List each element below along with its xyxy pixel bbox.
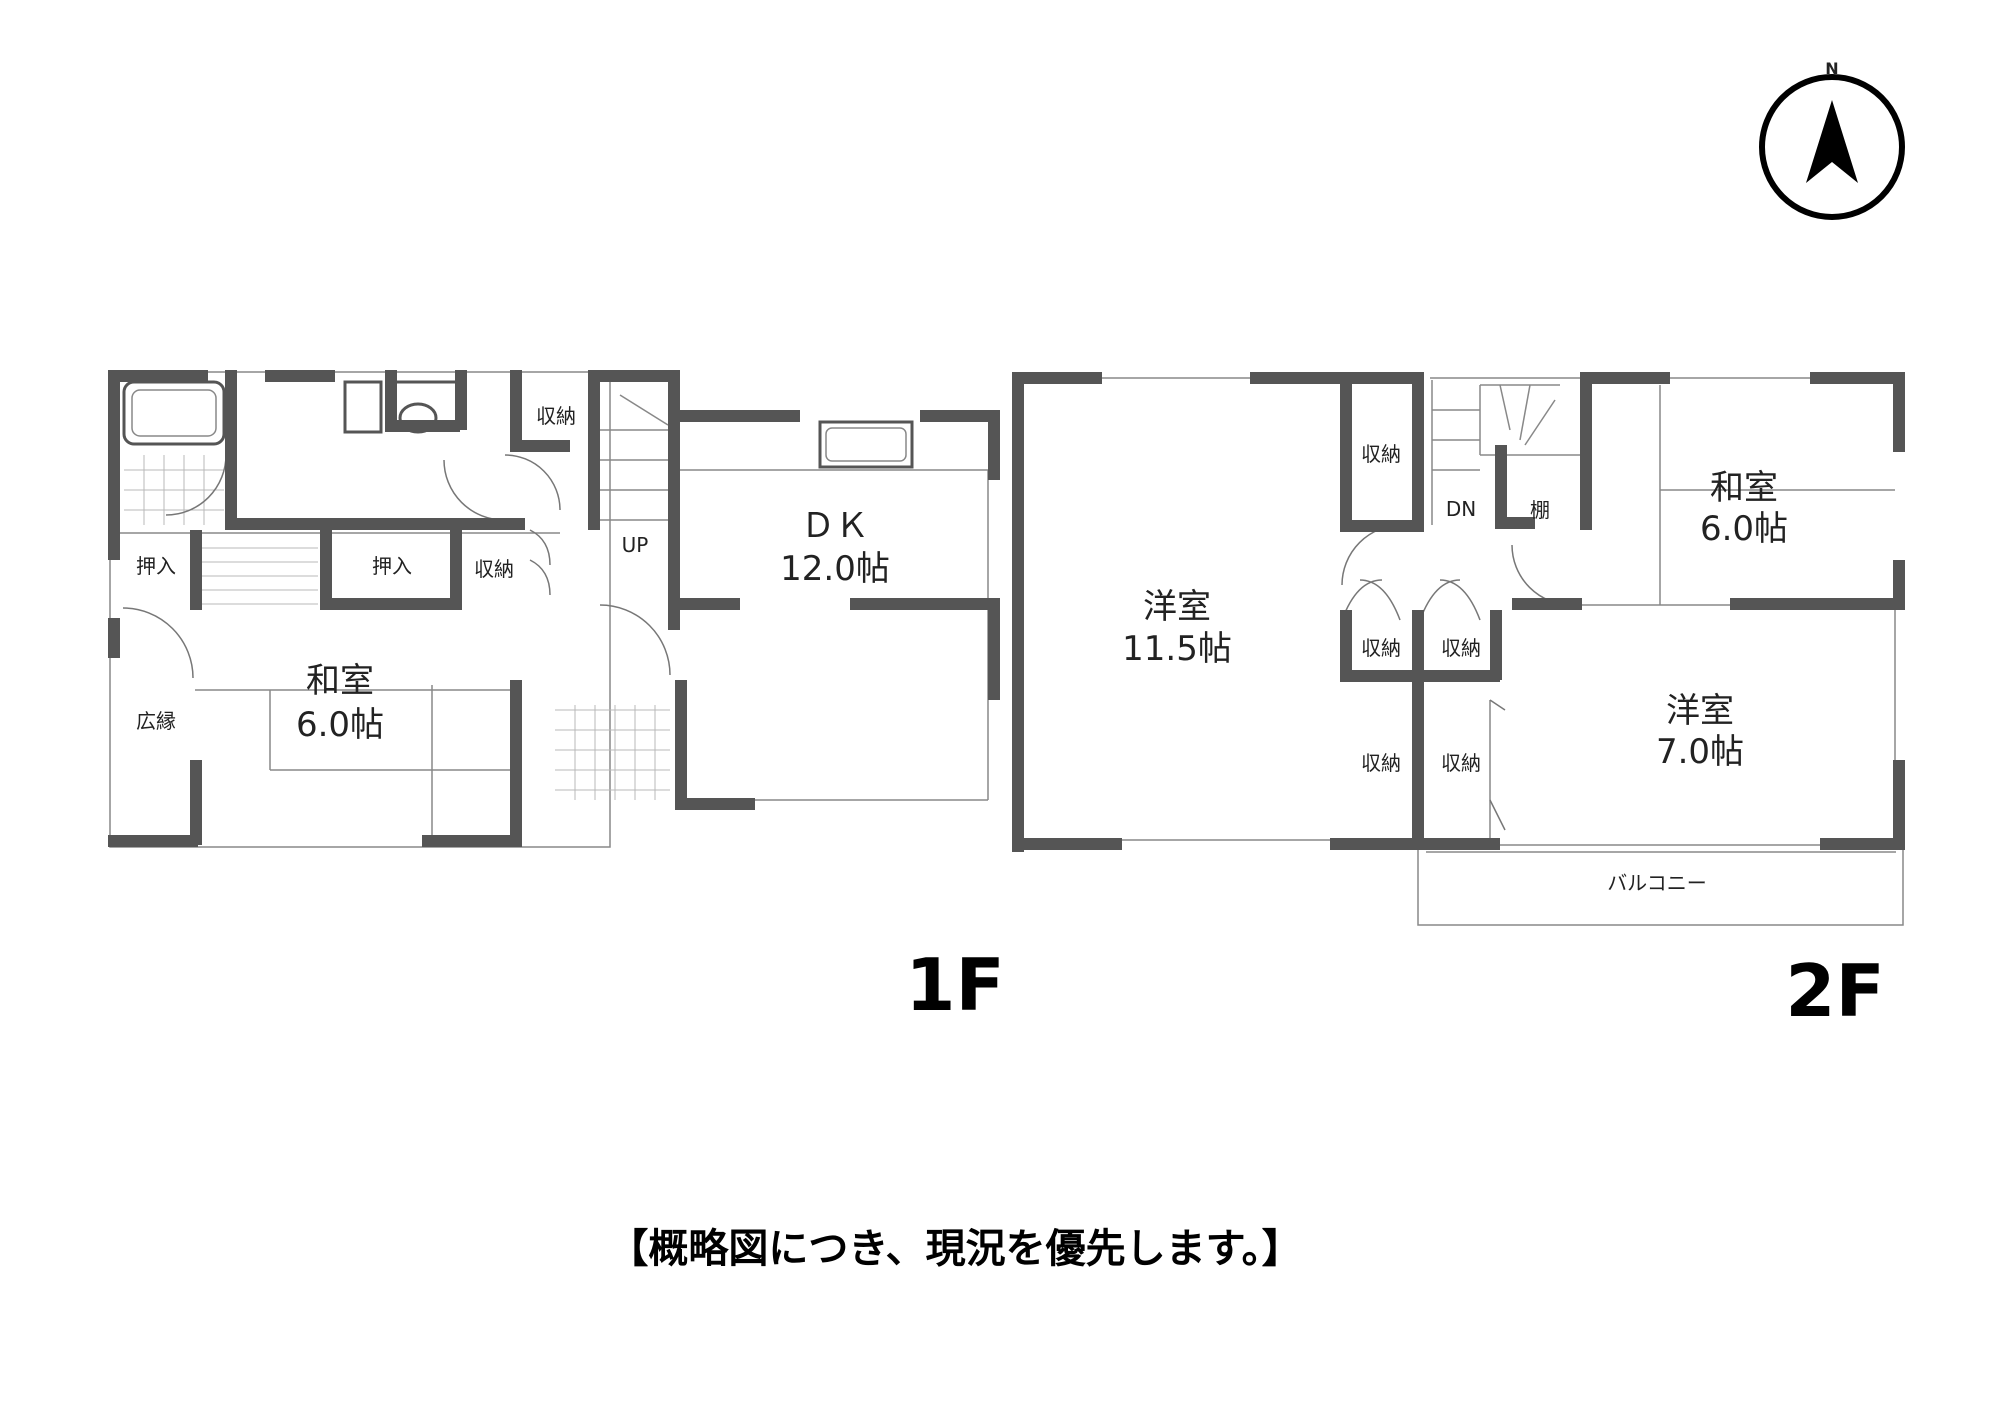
room-label-washitsu-2f-size: 6.0帖 (1700, 509, 1788, 549)
room-label-oshiire-mid: 押入 (372, 554, 412, 578)
tatami-floor (195, 547, 318, 605)
stair-down-label: DN (1446, 497, 1476, 521)
room-label-tana: 棚 (1530, 498, 1550, 522)
room-label-kanou-mid: 収納 (474, 557, 514, 581)
room-label-youshitsu-big-size: 11.5帖 (1122, 629, 1232, 669)
notice-text: 【概略図につき、現況を優先します。】 (608, 1226, 1301, 1272)
staircase (1431, 380, 1580, 525)
room-label-kanou-d: 収納 (1361, 751, 1401, 775)
room-label-washitsu-1f-size: 6.0帖 (296, 705, 384, 745)
entrance-tile (555, 705, 670, 800)
room-label-washitsu-2f-name: 和室 (1710, 468, 1778, 508)
room-label-hiroen: 広縁 (136, 709, 176, 733)
room-label-dk-name: ＤＫ (801, 506, 869, 546)
bathtub-icon (122, 380, 226, 446)
room-label-dk-size: 12.0帖 (780, 549, 890, 589)
compass-north-label: N (1825, 59, 1838, 78)
compass-ring (1759, 74, 1905, 220)
kitchen-sink-icon (818, 420, 914, 469)
room-label-kanou-e: 収納 (1441, 751, 1481, 775)
stair-up-label: UP (622, 533, 649, 557)
room-label-kanou-top: 収納 (536, 404, 576, 428)
compass: N (1759, 59, 1905, 220)
floor2-title: 2F (1785, 949, 1884, 1033)
floor1-plan: 収納 押入 押入 収納 UP ＤＫ 12.0帖 和室 6.0帖 広縁 (108, 370, 1000, 848)
room-label-oshiire-left: 押入 (136, 554, 176, 578)
room-label-kanou-a: 収納 (1361, 442, 1401, 466)
room-label-youshitsu-small-size: 7.0帖 (1656, 732, 1744, 772)
floor2-plan: 収納 DN 棚 和室 6.0帖 洋室 11.5帖 収納 収納 収納 収納 洋室 … (1012, 372, 1905, 926)
room-label-kanou-b: 収納 (1361, 636, 1401, 660)
north-arrow-icon (1806, 100, 1858, 183)
room-label-washitsu-1f-name: 和室 (306, 661, 374, 701)
room-label-balcony: バルコニー (1607, 871, 1707, 895)
room-label-youshitsu-small-name: 洋室 (1666, 691, 1734, 731)
bath-floor-tile (124, 455, 224, 525)
floor1-title: 1F (905, 943, 1004, 1027)
room-label-kanou-c: 収納 (1441, 636, 1481, 660)
washbasin-icon (343, 380, 383, 434)
room-label-youshitsu-big-name: 洋室 (1143, 587, 1211, 627)
